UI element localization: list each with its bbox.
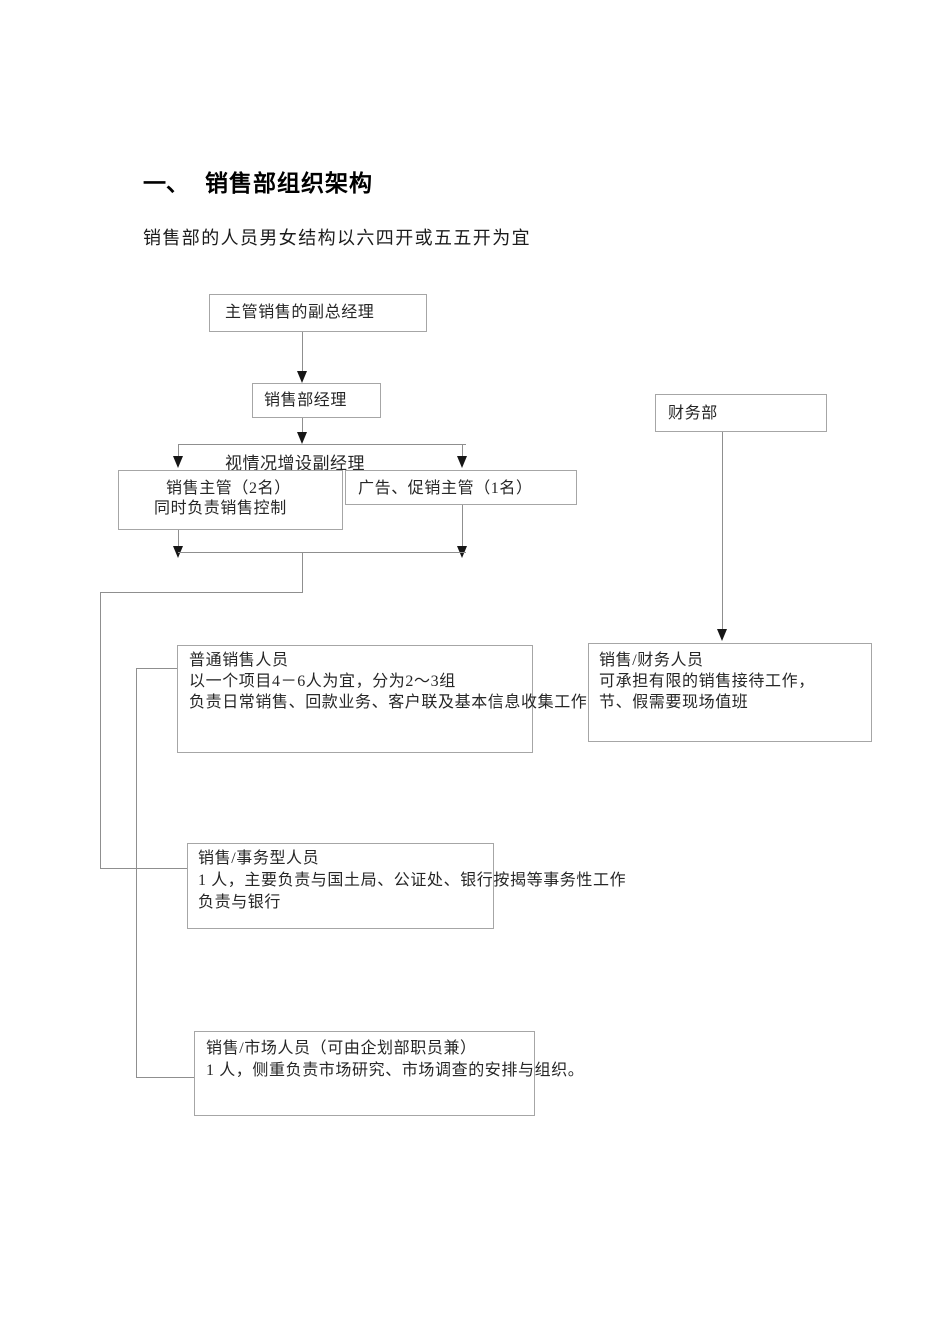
- connector-to-ad-supervisor: [462, 444, 463, 456]
- connector-finance-down: [722, 432, 723, 629]
- connector-sales-supervisor-down: [178, 530, 179, 547]
- node-label: 销售主管（2名）: [166, 480, 291, 497]
- connector-mid-drop: [302, 552, 303, 592]
- arrowhead-down-icon: [457, 456, 467, 468]
- node-sales-finance-staff: 销售/财务人员 可承担有限的销售接待工作， 节、假需要现场值班: [588, 643, 872, 742]
- arrowhead-down-icon: [297, 371, 307, 383]
- node-sales-market-staff: 销售/市场人员（可由企划部职员兼） 1 人，侧重负责市场研究、市场调查的安排与组…: [194, 1031, 585, 1116]
- arrowhead-down-icon: [297, 432, 307, 444]
- node-label: 销售部经理: [264, 392, 348, 409]
- node-sales-manager: 销售部经理: [252, 383, 381, 418]
- intro-text: 销售部的人员男女结构以六四开或五五开为宜: [143, 228, 531, 248]
- connector-split-top: [178, 444, 466, 445]
- heading-number: 一、: [143, 170, 189, 196]
- node-finance-dept: 财务部: [655, 394, 827, 432]
- connector-to-market-staff: [136, 1077, 194, 1078]
- connector-to-general-sales: [136, 668, 178, 669]
- connector-to-admin-staff: [100, 868, 187, 869]
- connector-manager-down: [302, 418, 303, 433]
- node-label: 主管销售的副总经理: [225, 304, 375, 321]
- node-ad-promo-supervisor: 广告、促销主管（1名）: [345, 470, 577, 505]
- node-sublabel: 同时负责销售控制: [154, 500, 287, 517]
- node-detail: 可承担有限的销售接待工作，: [599, 673, 815, 690]
- connector-ad-supervisor-down: [462, 505, 463, 547]
- arrowhead-down-icon: [717, 629, 727, 641]
- node-detail: 以一个项目4－6人为宜，分为2～3组: [189, 673, 456, 690]
- connector-to-sales-supervisor: [178, 444, 179, 456]
- page-title: 一、销售部组织架构: [143, 170, 373, 198]
- node-sales-supervisor: 销售主管（2名） 同时负责销售控制: [118, 470, 343, 530]
- node-detail: 负责日常销售、回款业务、客户联及基本信息收集工作: [189, 694, 588, 711]
- edge-label: 视情况增设副经理: [225, 454, 365, 473]
- connector-left-trunk: [100, 592, 101, 868]
- connector-vp-to-manager: [302, 331, 303, 372]
- node-sales-admin-staff: 销售/事务型人员 1 人，主要负责与国土局、公证处、银行按揭等事务性工作 负责与…: [187, 843, 627, 929]
- node-detail: 负责与银行: [198, 894, 282, 911]
- node-label: 财务部: [668, 405, 718, 422]
- connector-join-bottom: [178, 552, 466, 553]
- node-label: 销售/财务人员: [599, 652, 704, 669]
- heading-text: 销售部组织架构: [205, 170, 373, 196]
- connector-left-run: [100, 592, 303, 593]
- node-detail: 1 人，侧重负责市场研究、市场调查的安排与组织。: [206, 1062, 585, 1079]
- node-general-sales-staff: 普通销售人员 以一个项目4－6人为宜，分为2～3组 负责日常销售、回款业务、客户…: [177, 645, 588, 753]
- connector-inner-trunk: [136, 668, 137, 1077]
- node-detail: 节、假需要现场值班: [599, 694, 749, 711]
- node-label: 销售/市场人员（可由企划部职员兼）: [206, 1040, 477, 1057]
- node-label: 普通销售人员: [189, 652, 289, 669]
- node-label: 销售/事务型人员: [198, 850, 320, 867]
- arrowhead-down-icon: [173, 456, 183, 468]
- node-vp-sales: 主管销售的副总经理: [209, 294, 427, 332]
- node-label: 广告、促销主管（1名）: [358, 480, 533, 497]
- node-detail: 1 人，主要负责与国土局、公证处、银行按揭等事务性工作: [198, 872, 627, 889]
